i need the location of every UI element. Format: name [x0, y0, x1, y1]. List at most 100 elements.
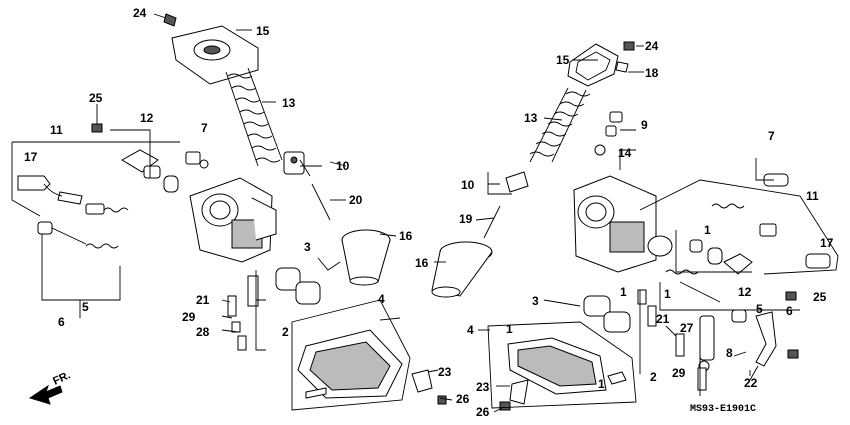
- callout-5-right: 5: [756, 302, 763, 316]
- callout-3-right: 3: [532, 294, 539, 308]
- pilot-screw-right: [665, 269, 747, 323]
- clip-18-right: [615, 61, 629, 73]
- carburetor-body-left: [189, 177, 277, 263]
- pilot-screw-left: [37, 203, 129, 249]
- float-right: [583, 295, 631, 333]
- callout-7: 7: [201, 121, 208, 135]
- callout-14-right: 14: [618, 146, 632, 160]
- fuel-tube-left: [17, 175, 83, 205]
- callout-5: 5: [82, 300, 89, 314]
- callout-11: 11: [50, 123, 63, 137]
- float-chamber-left: [297, 329, 403, 399]
- callout-13-right: 13: [524, 111, 538, 125]
- callout-8-right: 8: [726, 346, 733, 360]
- leader-lines: [221, 29, 759, 413]
- front-direction-arrow: [28, 384, 63, 405]
- jets-left: [227, 275, 259, 351]
- callout-23: 23: [438, 365, 452, 379]
- callout-26-right: 26: [476, 405, 490, 419]
- callout-10-right: 10: [461, 178, 475, 192]
- callout-29: 29: [182, 310, 196, 324]
- callout-22-right: 22: [744, 376, 758, 390]
- callout-21: 21: [196, 293, 210, 307]
- bracket-5-left: [41, 234, 121, 301]
- float-left: [275, 267, 321, 305]
- callout-24: 24: [133, 6, 147, 20]
- bracket-9-right: [619, 129, 636, 170]
- callout-27-right: 27: [680, 321, 694, 335]
- callout-28: 28: [196, 325, 210, 339]
- callout-20: 20: [349, 193, 363, 207]
- bracket-11-left: [11, 141, 180, 217]
- callout-26: 26: [456, 392, 470, 406]
- vacuum-piston-right: [505, 171, 529, 193]
- fuel-tube-right: [711, 173, 831, 269]
- callout-18-right: 18: [645, 66, 659, 80]
- callout-1-right-c: 1: [664, 287, 671, 301]
- callout-16-right: 16: [415, 256, 429, 270]
- screw-26-right: [499, 401, 511, 411]
- screw-24-top: [153, 13, 177, 27]
- callout-labels: 24 15 13 25 12 7 11 17 10 20 16 3 5 6 21…: [24, 6, 834, 419]
- bracket-5-right: [659, 282, 800, 311]
- needle-parts-right: [594, 111, 623, 156]
- callout-16: 16: [399, 229, 413, 243]
- screw-25-left: [91, 123, 103, 133]
- frame-4-left: [291, 299, 411, 411]
- callout-1-right-e: 1: [598, 377, 605, 391]
- diaphragm-cover-left: [171, 25, 259, 85]
- callout-1-right-a: 1: [704, 223, 711, 237]
- callout-1-right-b: 1: [620, 285, 627, 299]
- bracket-23-right: [509, 379, 529, 405]
- throttle-link-right: [698, 311, 777, 372]
- bracket-10-right: [487, 172, 512, 195]
- callout-9-right: 9: [641, 118, 648, 132]
- jets-right: [637, 289, 707, 391]
- callout-24-right: 24: [645, 39, 659, 53]
- screw-24-right: [623, 41, 635, 51]
- callout-15: 15: [256, 24, 270, 38]
- callout-4: 4: [378, 292, 385, 306]
- callout-7-right: 7: [768, 129, 775, 143]
- bracket-11-right: [639, 179, 839, 275]
- callout-11-right: 11: [806, 189, 819, 203]
- spring-right: [529, 87, 591, 163]
- callout-21-right: 21: [656, 312, 670, 326]
- diaphragm-cover-right: [567, 43, 619, 87]
- bracket-2-left: [255, 270, 266, 351]
- spring-left: [225, 67, 283, 167]
- callout-25-right: 25: [813, 290, 827, 304]
- callout-17-right: 17: [820, 236, 834, 250]
- choke-parts-left: [121, 149, 179, 193]
- intake-funnel-right: [431, 241, 493, 298]
- screw-26-left: [437, 395, 447, 405]
- callout-2: 2: [282, 325, 289, 339]
- callout-19-right: 19: [459, 212, 473, 226]
- callout-1-right-d: 1: [506, 322, 513, 336]
- valve-7-left: [185, 151, 209, 169]
- front-direction-label: FR.: [51, 369, 72, 387]
- callout-10: 10: [336, 159, 350, 173]
- callout-12: 12: [140, 111, 154, 125]
- intake-funnel-left: [341, 229, 391, 286]
- choke-parts-right: [689, 239, 753, 275]
- callout-13: 13: [282, 96, 296, 110]
- screw-25-right: [785, 291, 797, 301]
- callout-25: 25: [89, 91, 103, 105]
- vacuum-piston-left: [283, 151, 305, 175]
- callout-23-right: 23: [476, 380, 490, 394]
- frame-4-right: [487, 321, 637, 409]
- bracket-23-left: [411, 369, 433, 393]
- callout-17: 17: [24, 150, 38, 164]
- float-chamber-right: [507, 337, 607, 395]
- callout-15-right: 15: [556, 53, 570, 67]
- bracket-7-right: [755, 158, 774, 181]
- callout-6-right: 6: [786, 304, 793, 318]
- callout-6: 6: [58, 315, 65, 329]
- callout-3: 3: [304, 240, 311, 254]
- diagram-code: MS93-E1901C: [690, 404, 756, 415]
- callout-29-right: 29: [672, 366, 686, 380]
- callout-4-right: 4: [467, 323, 474, 337]
